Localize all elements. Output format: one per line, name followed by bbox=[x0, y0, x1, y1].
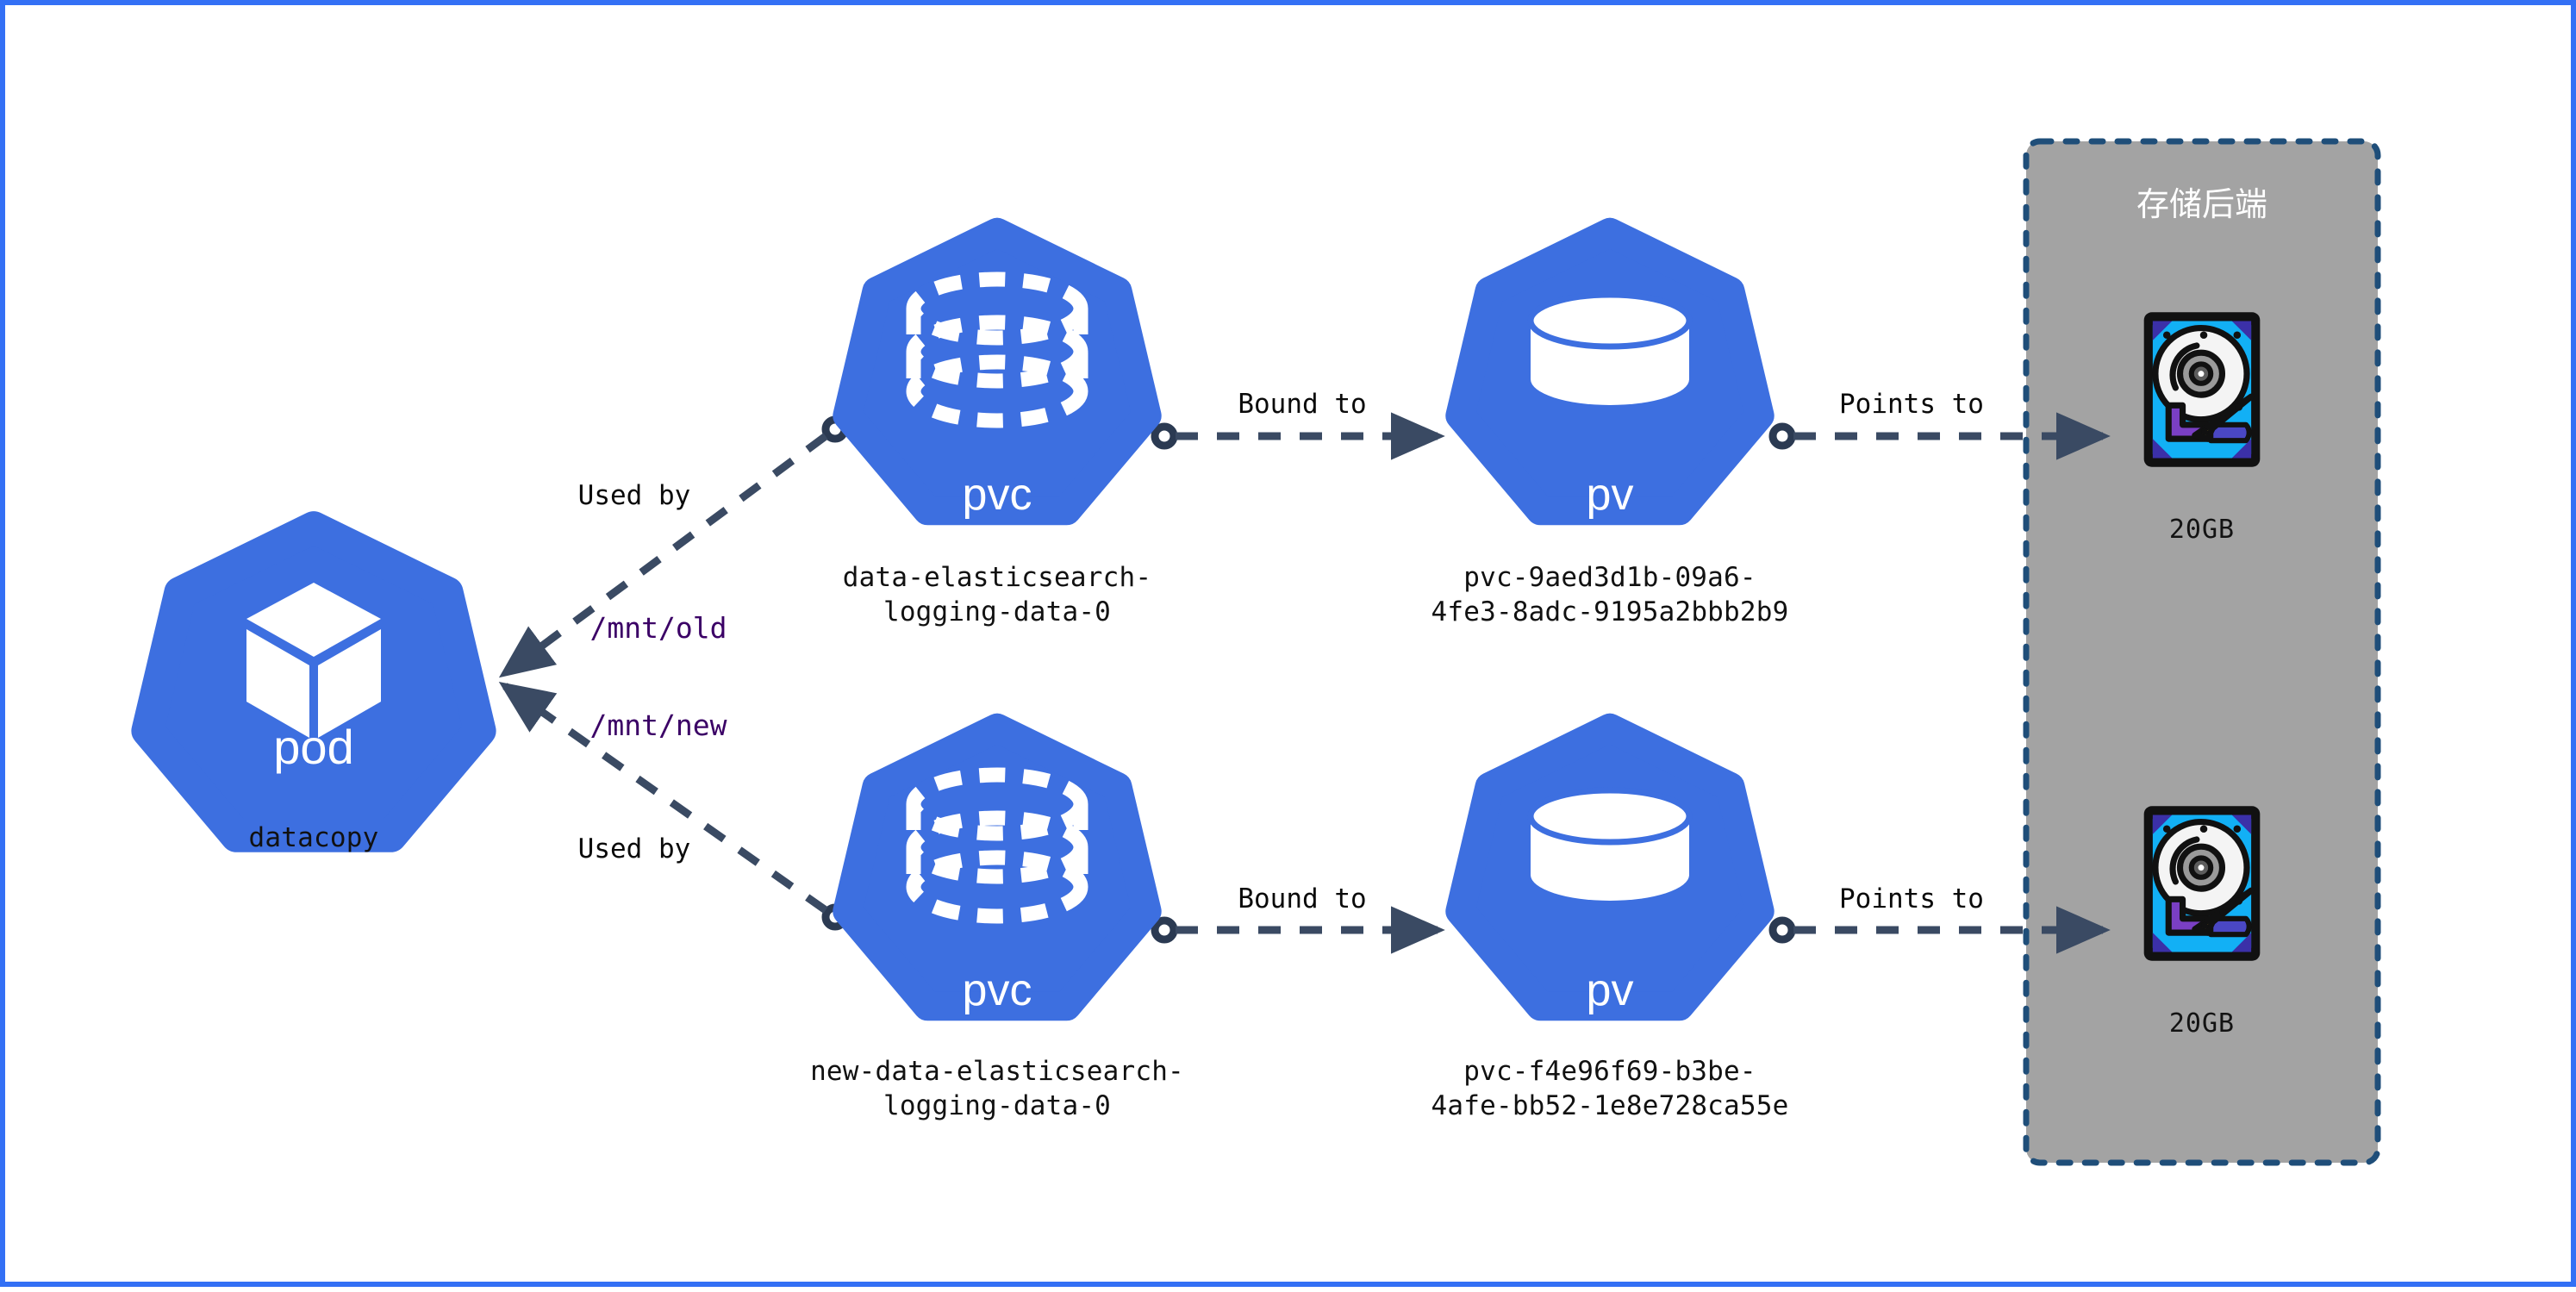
node-pvc-bottom-caption-line1: new-data-elasticsearch- bbox=[810, 1056, 1184, 1087]
edge-label-points-to-bottom: Points to bbox=[1839, 883, 1984, 914]
node-pv-bottom-caption-line1: pvc-f4e96f69-b3be- bbox=[1463, 1056, 1756, 1087]
edge-bound-to-bottom bbox=[1151, 906, 1445, 954]
edge-label-points-to-top: Points to bbox=[1839, 389, 1984, 420]
node-pvc-top-caption: data-elasticsearch-logging-data-0 bbox=[739, 561, 1256, 629]
node-pvc-bottom-kind-label: pvc bbox=[962, 965, 1032, 1015]
diagram-graphics bbox=[131, 138, 2381, 1166]
storage-backend-group bbox=[2023, 138, 2381, 1166]
disk-capacity-top: 20GB bbox=[2168, 515, 2236, 545]
node-pv-top-caption-line1: pvc-9aed3d1b-09a6- bbox=[1463, 562, 1756, 593]
solid-cylinder-icon bbox=[1527, 291, 1693, 405]
node-pod-kind-label: pod bbox=[273, 720, 354, 774]
node-pv-bottom[interactable] bbox=[1445, 713, 1775, 1021]
edge-bound-to-top bbox=[1151, 412, 1445, 460]
node-pvc-top[interactable] bbox=[833, 217, 1162, 526]
edge-label-mount-old: /mnt/old bbox=[589, 611, 727, 645]
node-pod-caption: datacopy bbox=[248, 822, 379, 853]
edge-label-mount-new: /mnt/new bbox=[589, 708, 727, 742]
edge-label-bound-to-top: Bound to bbox=[1238, 389, 1367, 420]
disk-capacity-bottom: 20GB bbox=[2168, 1008, 2236, 1039]
node-pv-top[interactable] bbox=[1445, 217, 1775, 526]
cube-icon bbox=[246, 583, 381, 738]
dashed-cylinder-icon bbox=[906, 767, 1088, 924]
node-pvc-bottom[interactable] bbox=[833, 713, 1162, 1021]
edge-label-used-by-top: Used by bbox=[577, 480, 691, 511]
dashed-cylinder-icon bbox=[906, 272, 1088, 428]
hard-disk-icon-top bbox=[2143, 312, 2261, 467]
node-pvc-top-caption-line1: data-elasticsearch- bbox=[842, 562, 1152, 593]
k8s-heptagon-shape bbox=[131, 511, 496, 852]
node-pv-bottom-kind-label: pv bbox=[1586, 965, 1634, 1015]
node-pvc-bottom-caption: new-data-elasticsearch-logging-data-0 bbox=[739, 1055, 1256, 1123]
node-pvc-bottom-caption-line2: logging-data-0 bbox=[883, 1089, 1112, 1121]
edge-label-bound-to-bottom: Bound to bbox=[1238, 883, 1367, 914]
node-pv-top-kind-label: pv bbox=[1586, 470, 1634, 520]
node-pvc-top-caption-line2: logging-data-0 bbox=[883, 596, 1112, 627]
storage-backend-title: 存储后端 bbox=[2136, 185, 2267, 223]
hard-disk-icon-bottom bbox=[2143, 806, 2261, 961]
edge-points-to-top bbox=[1768, 412, 2111, 460]
node-pod[interactable] bbox=[131, 511, 496, 852]
node-pv-bottom-caption: pvc-f4e96f69-b3be-4afe-bb52-1e8e728ca55e bbox=[1343, 1055, 1877, 1123]
node-pvc-top-kind-label: pvc bbox=[962, 470, 1032, 520]
edge-label-used-by-bottom: Used by bbox=[577, 833, 691, 864]
node-pv-top-caption-line2: 4fe3-8adc-9195a2bbb2b9 bbox=[1431, 596, 1789, 627]
edge-points-to-bottom bbox=[1768, 906, 2111, 954]
node-pv-top-caption: pvc-9aed3d1b-09a6-4fe3-8adc-9195a2bbb2b9 bbox=[1343, 561, 1877, 629]
solid-cylinder-icon bbox=[1527, 787, 1693, 901]
node-pv-bottom-caption-line2: 4afe-bb52-1e8e728ca55e bbox=[1431, 1089, 1789, 1121]
